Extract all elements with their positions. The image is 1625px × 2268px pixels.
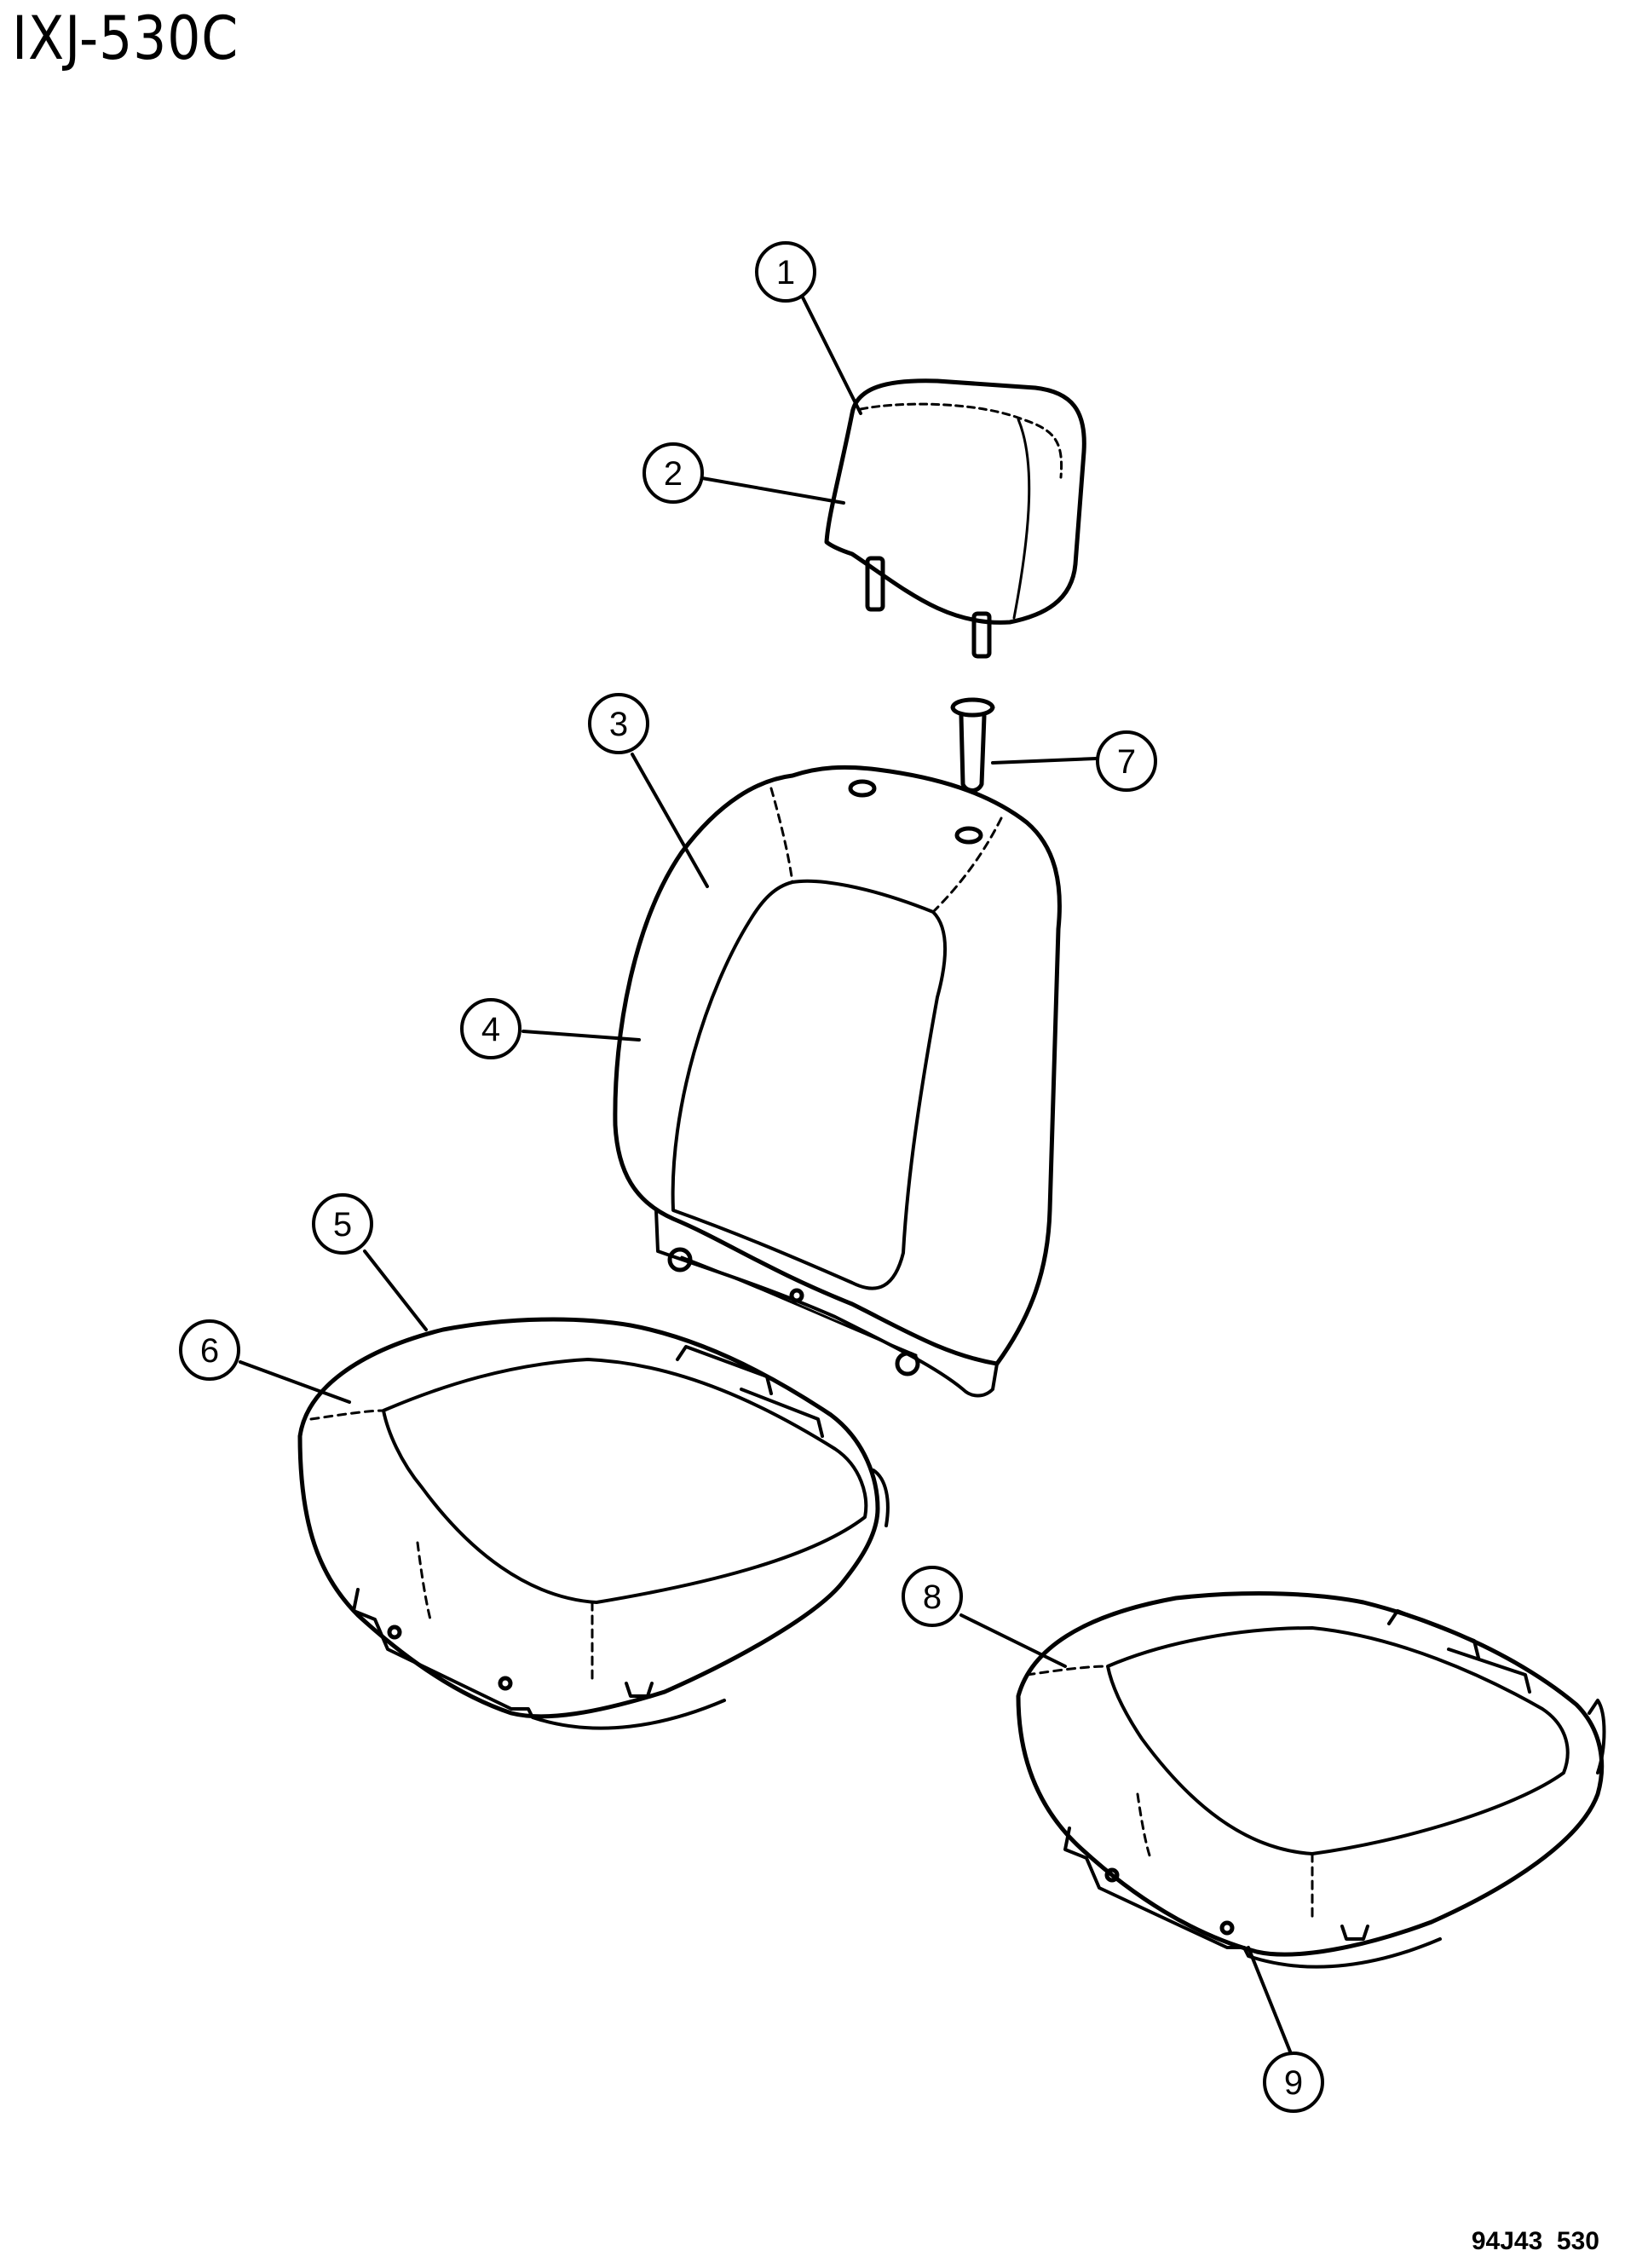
callout-5-label: 5 [333, 1206, 352, 1244]
cushion-upper-seam-left [309, 1409, 385, 1421]
callout-1-label: 1 [776, 254, 795, 291]
cushion-lower-seam-front [1136, 1792, 1314, 1919]
callout-3-label: 3 [609, 706, 628, 743]
callout-4: 4 [460, 998, 521, 1059]
headrest-post-left [865, 556, 885, 612]
seat-back-inner-panel [671, 879, 947, 1290]
hinge-hole [789, 1288, 804, 1303]
leader-2 [700, 476, 845, 505]
hinge-bolt-right [895, 1351, 920, 1376]
leader-6 [239, 1360, 351, 1404]
guide-hole-right [954, 826, 983, 845]
cushion-lower-rear-rail [1387, 1609, 1531, 1694]
callout-9-label: 9 [1284, 2064, 1303, 2102]
leader-7 [991, 757, 1098, 765]
callout-6: 6 [179, 1319, 240, 1381]
leader-1 [801, 296, 862, 415]
cushion-upper-bolt-1 [387, 1625, 402, 1640]
cushion-upper-top-panel [382, 1358, 868, 1604]
cushion-lower-base-bracket [1063, 1827, 1442, 1969]
callout-3: 3 [588, 693, 649, 754]
cushion-lower-side-flange [1588, 1699, 1606, 1775]
callout-2-label: 2 [664, 455, 683, 493]
headrest-guide [950, 697, 995, 793]
cushion-upper-side-flange [872, 1469, 890, 1527]
callout-2: 2 [643, 442, 704, 504]
cushion-lower-notch [1340, 1925, 1369, 1941]
cushion-upper-seam-front [416, 1541, 594, 1681]
leader-4 [521, 1030, 641, 1042]
headrest-post-right [971, 611, 992, 659]
leader-8 [959, 1613, 1067, 1668]
diagram-id: IXJ-530C [12, 3, 239, 73]
cushion-upper-outline [297, 1317, 880, 1719]
cushion-lower-seam-left [1025, 1665, 1109, 1676]
cushion-upper-bolt-2 [498, 1676, 513, 1691]
cushion-lower-top-panel [1106, 1626, 1570, 1855]
leader-5 [363, 1249, 428, 1331]
headrest-side-seam [1012, 418, 1031, 620]
callout-5: 5 [312, 1193, 373, 1255]
cushion-upper-rear-rail [676, 1345, 824, 1438]
cushion-lower-outline [1016, 1591, 1605, 1957]
leader-lines [239, 296, 1292, 2053]
seat-back [613, 765, 1062, 1398]
seat-cushion-upper [297, 1317, 890, 1730]
drawing-code: 94J43 530 [1471, 2227, 1599, 2255]
cushion-lower-bolt-2 [1219, 1920, 1235, 1936]
guide-stem [959, 713, 987, 793]
guide-hole-left [848, 779, 877, 798]
cushion-lower-bolt-1 [1104, 1867, 1120, 1883]
leader-9 [1247, 1946, 1292, 2053]
cushion-upper-notch [625, 1682, 654, 1698]
callout-8: 8 [902, 1566, 963, 1627]
headrest-body [824, 378, 1086, 625]
hinge-bolt-left [667, 1247, 693, 1273]
callout-1: 1 [755, 241, 816, 303]
callout-7-label: 7 [1117, 743, 1136, 781]
callout-8-label: 8 [923, 1578, 942, 1616]
seat-back-top-seam [769, 787, 1003, 914]
callout-9: 9 [1263, 2052, 1324, 2113]
headrest [824, 378, 1086, 659]
leader-3 [631, 753, 709, 888]
guide-cap [950, 697, 995, 718]
callout-7: 7 [1096, 730, 1157, 792]
seat-back-hinge-rod [680, 1255, 918, 1357]
headrest-front-seam [859, 402, 1063, 479]
callout-6-label: 6 [200, 1332, 219, 1370]
seat-cushion-lower [1016, 1591, 1606, 1969]
callout-4-label: 4 [481, 1011, 500, 1048]
cushion-upper-base-bracket [352, 1588, 726, 1730]
seat-back-hinge-bracket [654, 1209, 999, 1398]
seat-back-outline [613, 765, 1062, 1366]
